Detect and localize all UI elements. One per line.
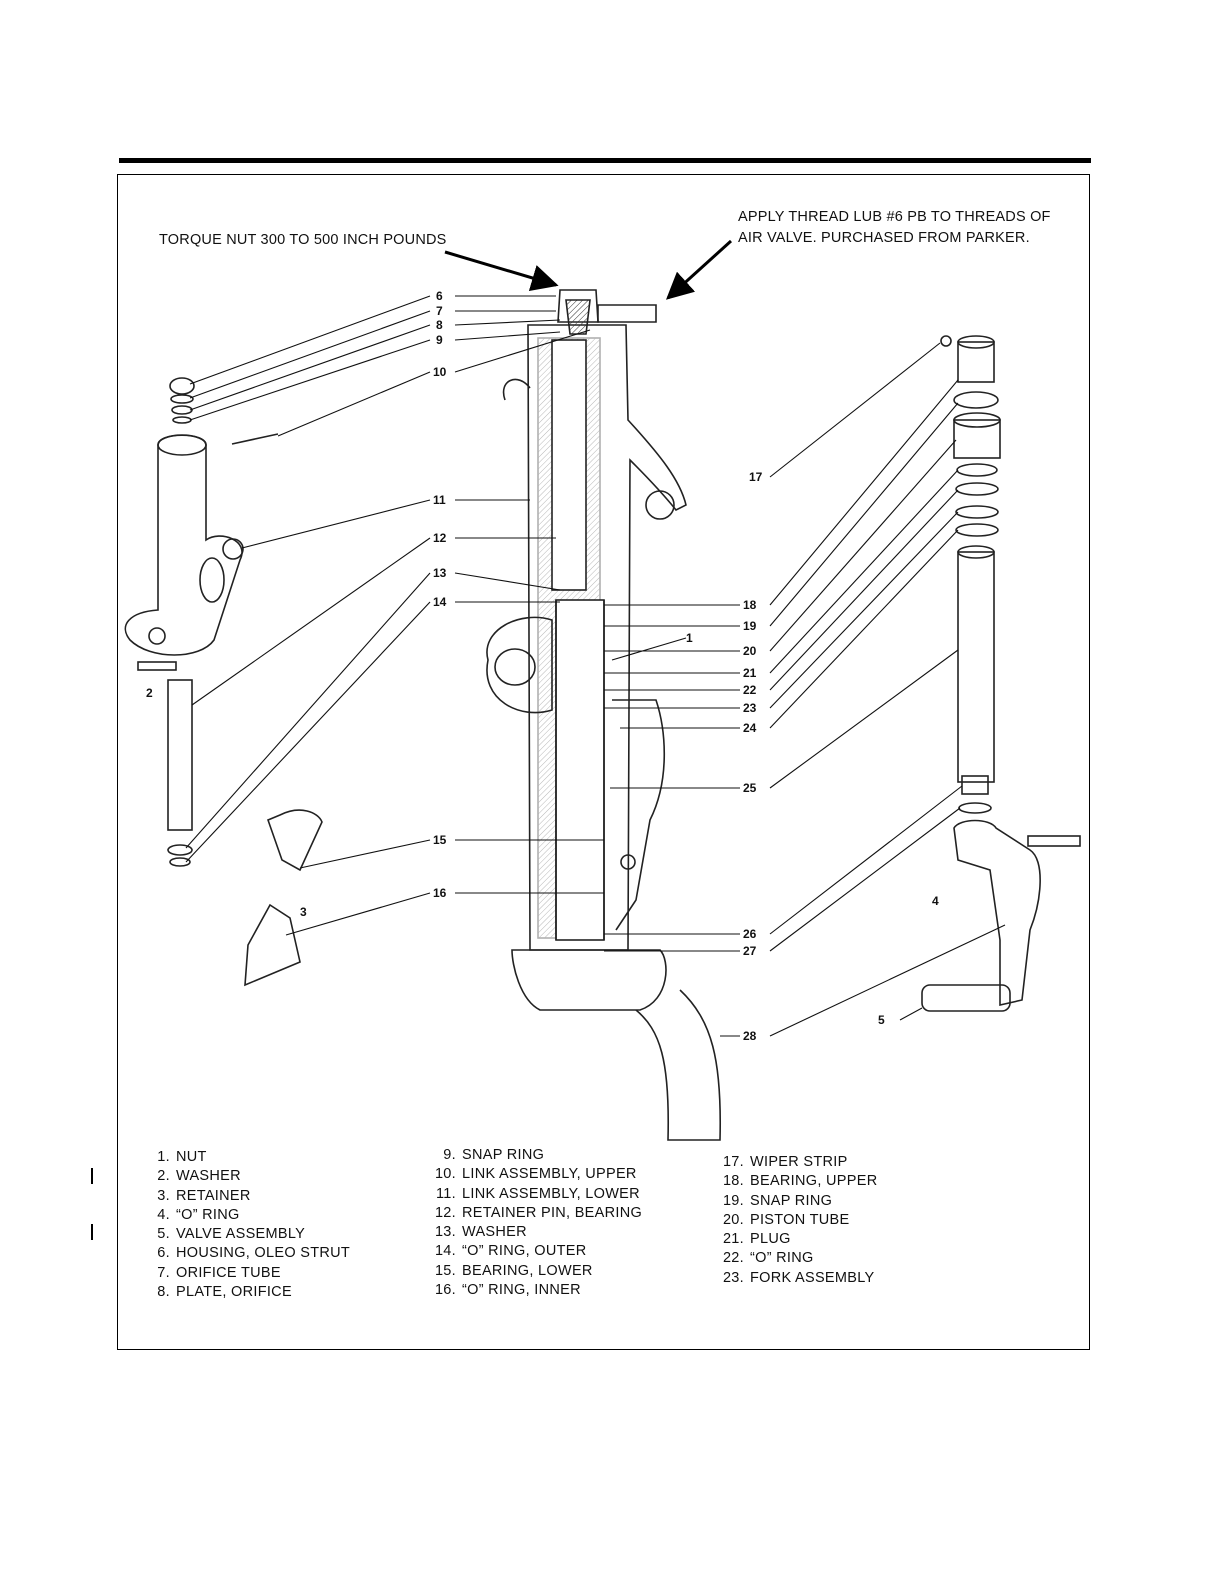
- legend-item: 2.WASHER: [157, 1168, 241, 1185]
- callout-13: 13: [433, 566, 447, 580]
- thread-lub-note-line2: AIR VALVE. PURCHASED FROM PARKER.: [738, 230, 1030, 246]
- left-callout-labels: 6 7 8 9 10 11 12 13 14 15 16: [433, 289, 447, 900]
- legend-item: 6.HOUSING, OLEO STRUT: [157, 1245, 351, 1262]
- legend-item: 17.WIPER STRIP: [722, 1154, 848, 1170]
- legend-item: 10.LINK ASSEMBLY, UPPER: [434, 1166, 637, 1183]
- callout-9: 9: [436, 333, 443, 347]
- legend-item: 7.ORIFICE TUBE: [157, 1264, 281, 1281]
- legend-item: 14.“O” RING, OUTER: [434, 1243, 587, 1260]
- callout-22: 22: [743, 683, 757, 697]
- callout-6: 6: [436, 289, 443, 303]
- legend-column-1: 1.NUT 2.WASHER 3.RETAINER 4.“O” RING 5.V…: [150, 1148, 350, 1302]
- left-exploded-parts: [124, 377, 323, 987]
- legend-item: 16.“O” RING, INNER: [434, 1282, 581, 1299]
- legend-item: 18.BEARING, UPPER: [722, 1173, 878, 1190]
- legend-item: 11.LINK ASSEMBLY, LOWER: [436, 1185, 640, 1202]
- callout-7: 7: [436, 304, 443, 318]
- callout-5: 5: [878, 1013, 885, 1027]
- legend-item: 4.“O” RING: [157, 1206, 240, 1223]
- margin-change-bar: [91, 1168, 93, 1184]
- misc-callout-labels: 1 2 3 4 5: [146, 631, 939, 1027]
- callout-27: 27: [743, 944, 757, 958]
- legend-item: 23.FORK ASSEMBLY: [722, 1269, 875, 1286]
- legend-item: 12.RETAINER PIN, BEARING: [434, 1204, 643, 1221]
- callout-21: 21: [743, 666, 757, 680]
- legend-item: 8.PLATE, ORIFICE: [157, 1284, 292, 1301]
- right-exploded-parts: [921, 335, 1081, 1012]
- legend-item: 21.PLUG: [722, 1231, 791, 1248]
- callout-4: 4: [932, 894, 939, 908]
- right-callout-labels: 17 18 19 20 21 22 23 24 25 26 27 28: [743, 470, 763, 1043]
- thread-lub-arrow: [665, 239, 733, 300]
- callout-28: 28: [743, 1029, 757, 1043]
- legend-item: 15.BEARING, LOWER: [434, 1262, 593, 1279]
- callout-14: 14: [433, 595, 447, 609]
- callout-24: 24: [743, 721, 757, 735]
- margin-change-bar: [91, 1224, 93, 1240]
- torque-note: TORQUE NUT 300 TO 500 INCH POUNDS: [159, 232, 447, 248]
- callout-11: 11: [433, 493, 446, 507]
- leader-lines: [185, 295, 1006, 1037]
- legend-item: 1.NUT: [157, 1149, 207, 1165]
- callout-10: 10: [433, 365, 447, 379]
- callout-20: 20: [743, 644, 757, 658]
- callout-12: 12: [433, 531, 447, 545]
- callout-15: 15: [433, 833, 447, 847]
- legend-item: 3.RETAINER: [157, 1187, 251, 1204]
- legend-item: 19.SNAP RING: [722, 1192, 833, 1209]
- legend-column-3: 17.WIPER STRIP 18.BEARING, UPPER 19.SNAP…: [714, 1153, 877, 1288]
- callout-23: 23: [743, 701, 757, 715]
- figure-frame: [117, 174, 1090, 1350]
- legend-item: 9.SNAP RING: [443, 1147, 545, 1163]
- callout-1: 1: [686, 631, 693, 645]
- top-rule: [119, 158, 1091, 163]
- legend-item: 13.WASHER: [434, 1224, 527, 1241]
- callout-19: 19: [743, 619, 757, 633]
- callout-26: 26: [743, 927, 757, 941]
- callout-3: 3: [300, 905, 307, 919]
- legend-column-2: 9.SNAP RING 10.LINK ASSEMBLY, UPPER 11.L…: [426, 1146, 642, 1300]
- legend-item: 5.VALVE ASSEMBLY: [157, 1226, 306, 1243]
- callout-18: 18: [743, 598, 757, 612]
- callout-2: 2: [146, 686, 153, 700]
- legend-item: 22.“O” RING: [722, 1250, 814, 1267]
- oleo-strut-housing: [486, 289, 722, 1141]
- legend-item: 20.PISTON TUBE: [722, 1211, 850, 1228]
- thread-lub-note-line1: APPLY THREAD LUB #6 PB TO THREADS OF: [738, 209, 1051, 225]
- callout-25: 25: [743, 781, 757, 795]
- callout-17: 17: [749, 470, 763, 484]
- torque-arrow: [444, 250, 559, 292]
- callout-16: 16: [433, 886, 447, 900]
- callout-8: 8: [436, 318, 443, 332]
